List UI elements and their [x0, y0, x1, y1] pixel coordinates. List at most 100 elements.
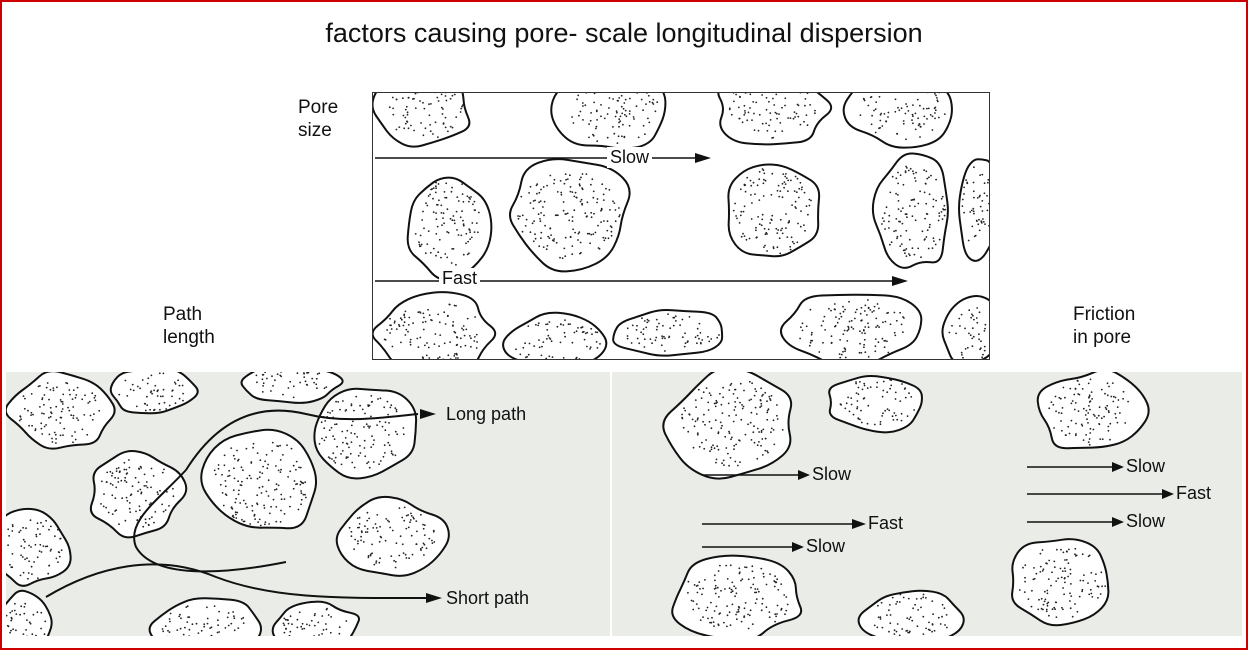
pore-size-label: Pore size — [298, 96, 338, 142]
grain-stipple — [454, 94, 456, 96]
grain-stipple — [468, 201, 470, 203]
grain-stipple — [645, 327, 647, 329]
grain-stipple — [356, 436, 358, 438]
grain-stipple — [588, 137, 590, 139]
grain-stipple — [777, 605, 779, 607]
grain-stipple — [139, 509, 141, 511]
grain-stipple — [1060, 398, 1062, 400]
grain-stipple — [757, 588, 759, 590]
grain-stipple — [427, 309, 429, 311]
grain-stipple — [847, 397, 849, 399]
grain-stipple — [1072, 616, 1074, 618]
grain-stipple — [536, 185, 538, 187]
grain-stipple — [761, 438, 763, 440]
grain-stipple — [269, 513, 271, 515]
grain-stipple — [369, 467, 371, 469]
grain-stipple — [403, 315, 405, 317]
grain-stipple — [971, 338, 973, 340]
grain-stipple — [743, 211, 745, 213]
grain-stipple — [760, 387, 762, 389]
grain-stipple — [915, 129, 917, 131]
grain-stipple — [1074, 553, 1076, 555]
grain-stipple — [147, 383, 149, 385]
grain-stipple — [408, 127, 410, 129]
grain-stipple — [864, 385, 866, 387]
grain-stipple — [874, 350, 876, 352]
grain-stipple — [691, 600, 693, 602]
grain-stipple — [684, 332, 686, 334]
grain-stipple — [445, 323, 447, 325]
grain-stipple — [48, 529, 50, 531]
grain-stipple — [596, 126, 598, 128]
grain-stipple — [564, 319, 566, 321]
grain-stipple — [744, 205, 746, 207]
grain-stipple — [1066, 550, 1068, 552]
grain-stipple — [1079, 596, 1081, 598]
grain-stipple — [438, 199, 440, 201]
grain-stipple — [939, 215, 941, 217]
grain-stipple — [1052, 404, 1054, 406]
grain-stipple — [263, 505, 265, 507]
grain-stipple — [222, 492, 224, 494]
grain-stipple — [697, 434, 699, 436]
grain-stipple — [875, 318, 877, 320]
grain-stipple — [979, 195, 981, 197]
grain-stipple — [60, 399, 62, 401]
grain-stipple — [761, 219, 763, 221]
grain-stipple — [428, 230, 430, 232]
grain-stipple — [178, 616, 180, 618]
grain-stipple — [787, 117, 789, 119]
grain-stipple — [376, 514, 378, 516]
grain-stipple — [72, 441, 74, 443]
grain-stipple — [454, 353, 456, 355]
grain-stipple — [867, 423, 869, 425]
grain-stipple — [581, 199, 583, 201]
grain-stipple — [609, 97, 611, 99]
grain-stipple — [915, 113, 917, 115]
grain-stipple — [428, 538, 430, 540]
grain-stipple — [770, 399, 772, 401]
grain-stipple — [456, 211, 458, 213]
grain-stipple — [863, 398, 865, 400]
grain-stipple — [1083, 574, 1085, 576]
grain-stipple — [22, 556, 24, 558]
grain-stipple — [822, 342, 824, 344]
grain-stipple — [299, 484, 301, 486]
grain-stipple — [709, 392, 711, 394]
grain-stipple — [662, 337, 664, 339]
grain-stipple — [604, 118, 606, 120]
grain-stipple — [519, 216, 521, 218]
grain-stipple — [791, 236, 793, 238]
grain-stipple — [218, 464, 220, 466]
grain-stipple — [20, 530, 22, 532]
grain-stipple — [527, 325, 529, 327]
grain-stipple — [935, 179, 937, 181]
grain-stipple — [703, 448, 705, 450]
grain-stipple — [929, 629, 931, 631]
grain-stipple — [893, 419, 895, 421]
grain-stipple — [1077, 611, 1079, 613]
grain-stipple — [972, 345, 974, 347]
grain-stipple — [738, 567, 740, 569]
grain-stipple — [389, 324, 391, 326]
grain-stipple — [744, 105, 746, 107]
grain-stipple — [545, 324, 547, 326]
grain-stipple — [884, 346, 886, 348]
grain-stipple — [1058, 397, 1060, 399]
grain-stipple — [661, 335, 663, 337]
grain-stipple — [762, 394, 764, 396]
grain-stipple — [915, 180, 917, 182]
grain-stipple — [403, 433, 405, 435]
grain-stipple — [895, 230, 897, 232]
grain-stipple — [1089, 409, 1091, 411]
grain-stipple — [984, 346, 986, 348]
grain-stipple — [911, 119, 913, 121]
grain-stipple — [983, 221, 985, 223]
grain-stipple — [1079, 394, 1081, 396]
grain-stipple — [1022, 567, 1024, 569]
grain-stipple — [268, 523, 270, 525]
grain-stipple — [328, 456, 330, 458]
grain-stipple — [23, 539, 25, 541]
grain-stipple — [784, 97, 786, 99]
grain-stipple — [465, 242, 467, 244]
